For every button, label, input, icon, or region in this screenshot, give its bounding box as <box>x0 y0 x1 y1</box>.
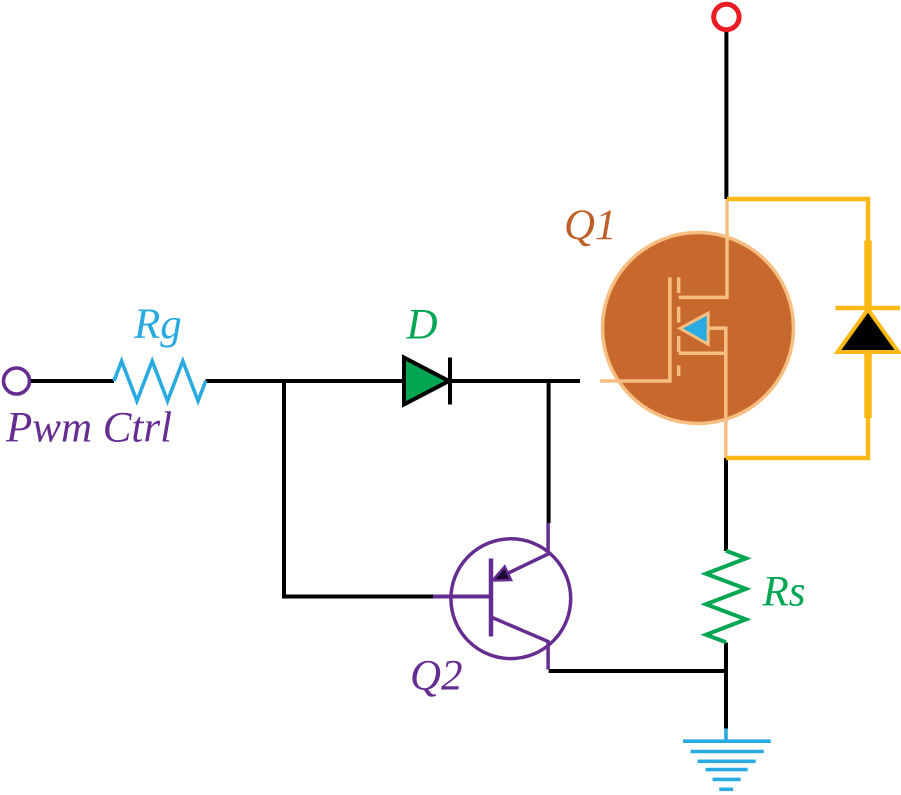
mosfet-q1-drain-lead <box>678 199 729 300</box>
diode-d-triangle <box>402 354 454 408</box>
body-diode-triangle <box>833 306 901 354</box>
sense-resistor-label: Rs <box>762 569 806 616</box>
body-diode-wire-bottom <box>726 418 871 461</box>
transistor-q2-emitter-lead <box>496 523 550 581</box>
body-diode-wire-top <box>727 196 871 241</box>
transistor-q2-collector-lead <box>490 615 550 670</box>
pwm-input-label: Pwm Ctrl <box>5 405 172 452</box>
mosfet-q1-source-lead <box>678 351 728 458</box>
transistor-q2-emitter-arrow-icon <box>489 564 514 582</box>
supply-terminal <box>711 1 742 33</box>
transistor-label: Q2 <box>410 652 463 699</box>
gate-resistor-rg <box>112 355 208 407</box>
wire-branch-to-q2-base <box>282 381 433 599</box>
diode-label: D <box>406 301 438 348</box>
mosfet-q1-body-stub <box>707 326 728 354</box>
mosfet-q1-body-arrow-icon <box>676 310 710 347</box>
ground-symbol-icon <box>683 728 771 792</box>
sense-resistor-rs <box>700 548 752 645</box>
pwm-input-terminal <box>1 366 32 396</box>
gate-resistor-label: Rg <box>133 301 182 348</box>
mosfet-label: Q1 <box>564 202 617 249</box>
mosfet-q1-gate <box>600 277 672 383</box>
transistor-q2-body <box>449 537 573 661</box>
